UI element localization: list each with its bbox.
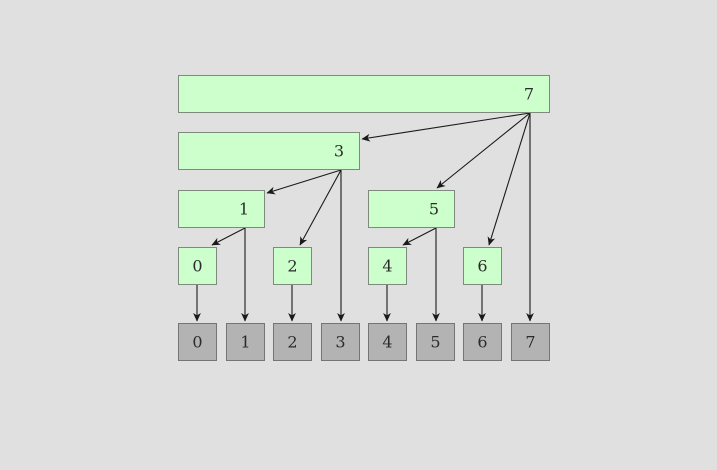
edge-node5-node4 xyxy=(402,227,437,246)
tree-node-6-label: 6 xyxy=(477,256,488,276)
array-cell-6-label: 6 xyxy=(477,332,488,352)
tree-node-5: 5 xyxy=(368,190,455,228)
tree-node-1: 1 xyxy=(178,190,265,228)
array-cell-1: 1 xyxy=(226,323,265,361)
array-cell-7-label: 7 xyxy=(525,332,536,352)
tree-node-6: 6 xyxy=(463,247,502,285)
tree-node-7-label: 7 xyxy=(523,84,535,104)
array-cell-2: 2 xyxy=(273,323,312,361)
tree-node-4: 4 xyxy=(368,247,407,285)
array-cell-4-label: 4 xyxy=(382,332,393,352)
array-cell-5-label: 5 xyxy=(430,332,441,352)
array-cell-4: 4 xyxy=(368,323,407,361)
array-cell-0: 0 xyxy=(178,323,217,361)
tree-node-4-label: 4 xyxy=(382,256,393,276)
edge-node7-node5 xyxy=(436,112,531,189)
array-cell-3: 3 xyxy=(321,323,360,361)
tree-node-2-label: 2 xyxy=(287,256,298,276)
array-cell-7: 7 xyxy=(511,323,550,361)
tree-node-3: 3 xyxy=(178,132,360,170)
tree-node-2: 2 xyxy=(273,247,312,285)
edge-node3-node2 xyxy=(299,169,342,246)
array-cell-5: 5 xyxy=(416,323,455,361)
tree-node-3-label: 3 xyxy=(333,141,345,161)
tree-node-5-label: 5 xyxy=(428,199,440,219)
tree-node-0: 0 xyxy=(178,247,217,285)
array-cell-6: 6 xyxy=(463,323,502,361)
array-cell-1-label: 1 xyxy=(240,332,251,352)
array-cell-0-label: 0 xyxy=(192,332,203,352)
array-cell-3-label: 3 xyxy=(335,332,346,352)
edge-node1-node0 xyxy=(211,227,246,246)
edge-node3-node1 xyxy=(266,169,342,195)
array-cell-2-label: 2 xyxy=(287,332,298,352)
tree-node-1-label: 1 xyxy=(238,199,250,219)
tree-node-0-label: 0 xyxy=(192,256,203,276)
tree-node-7: 7 xyxy=(178,75,550,113)
edge-node7-node6 xyxy=(487,112,531,246)
edge-node7-node3 xyxy=(361,112,531,142)
